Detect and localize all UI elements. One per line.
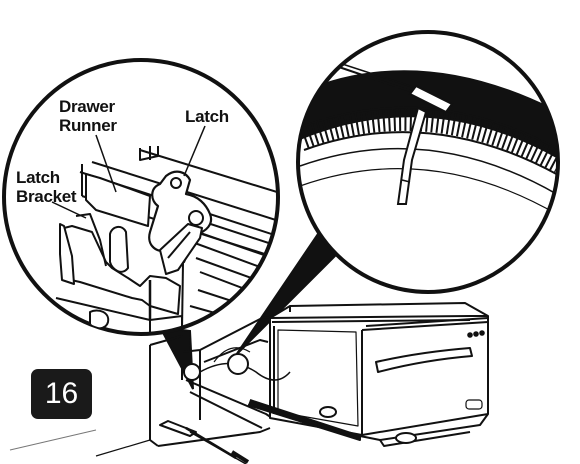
latch-bracket-label-line1: Latch xyxy=(16,168,60,187)
clip-location-marker xyxy=(227,353,249,375)
latch-bracket-label-line2: Bracket xyxy=(16,187,77,206)
latch-label: Latch xyxy=(185,107,229,126)
drawer-runner-pointer xyxy=(95,134,117,193)
latch-bracket-pointer xyxy=(51,201,87,219)
step-number-badge: 16 xyxy=(31,369,92,419)
latch-pointer xyxy=(183,125,206,177)
latch-detail-magnifier xyxy=(2,58,280,336)
drawer-runner-label-line2: Runner xyxy=(59,116,117,135)
callout-labels: Drawer Runner Latch Latch Bracket xyxy=(16,97,229,206)
clip-detail-magnifier xyxy=(296,30,560,294)
drawer-pedestal xyxy=(9,302,489,464)
drawer-runner-label-line1: Drawer xyxy=(59,97,116,116)
latch-location-marker xyxy=(183,363,201,381)
